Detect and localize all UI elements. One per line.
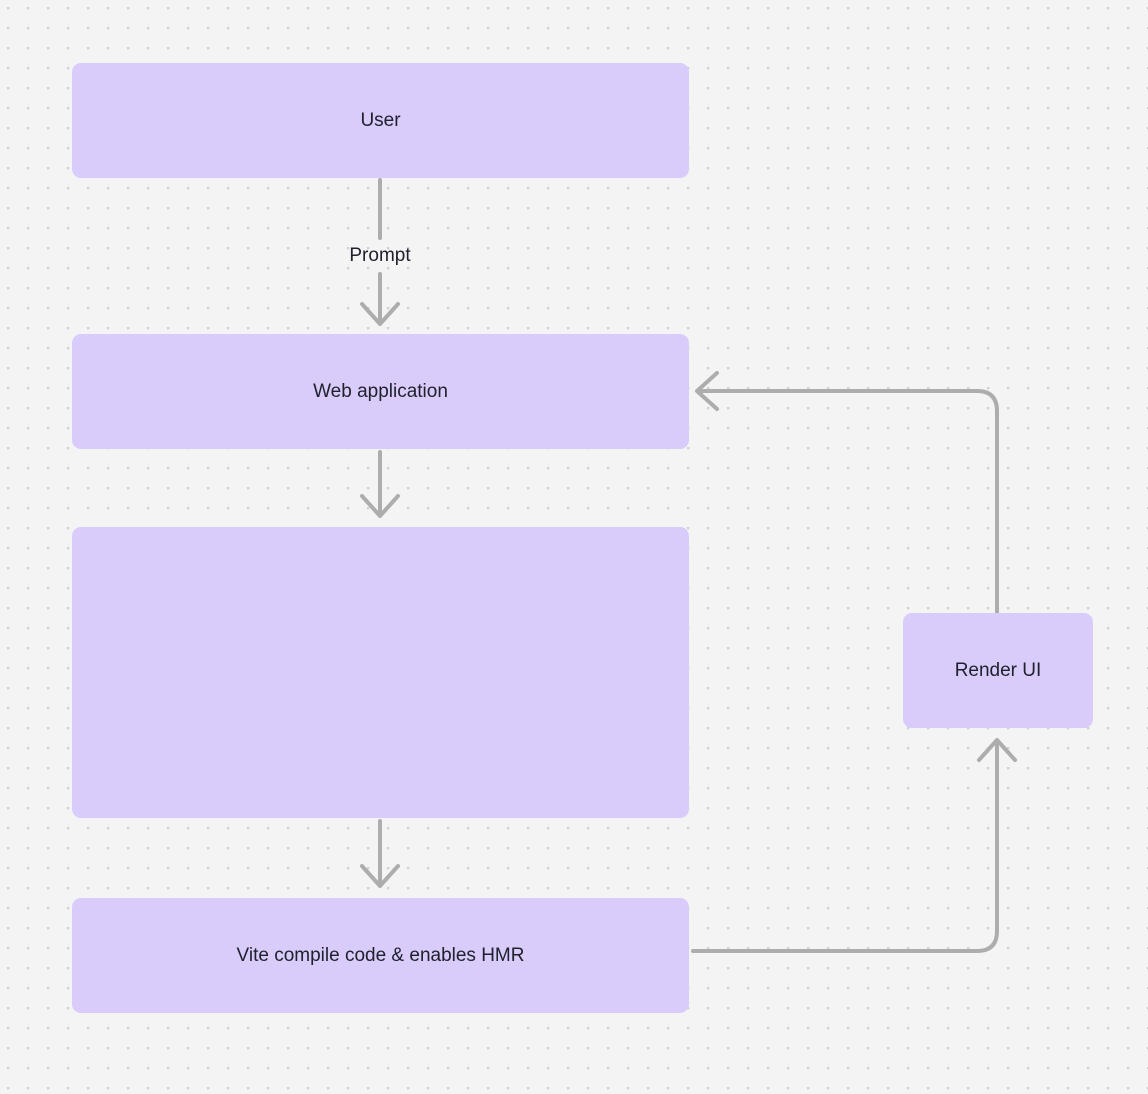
node-web-application-label: Web application xyxy=(313,380,448,402)
arrowhead-prompt-to-webapp xyxy=(360,302,400,326)
edge-vite-to-render xyxy=(691,740,999,953)
node-user[interactable]: User xyxy=(72,63,689,178)
arrowhead-render-to-webapp xyxy=(695,371,719,411)
node-user-label: User xyxy=(360,109,401,131)
node-vite-compile-label: Vite compile code & enables HMR xyxy=(236,944,525,966)
arrowhead-vite-to-render xyxy=(977,738,1017,762)
arrowhead-components-to-vite xyxy=(360,864,400,888)
react-components-inner-wrap: HTML = structure CSS = Styles & Layouts … xyxy=(72,527,689,818)
arrowhead-webapp-to-components xyxy=(360,494,400,518)
edge-render-to-webapp xyxy=(697,389,999,615)
node-render-ui-label: Render UI xyxy=(954,659,1042,681)
node-web-application[interactable]: Web application xyxy=(72,334,689,449)
node-render-ui[interactable]: Render UI xyxy=(903,613,1093,728)
node-vite-compile[interactable]: Vite compile code & enables HMR xyxy=(72,898,689,1013)
node-react-components-group[interactable]: HTML = structure CSS = Styles & Layouts … xyxy=(72,527,689,818)
edge-label-prompt: Prompt xyxy=(349,245,411,266)
